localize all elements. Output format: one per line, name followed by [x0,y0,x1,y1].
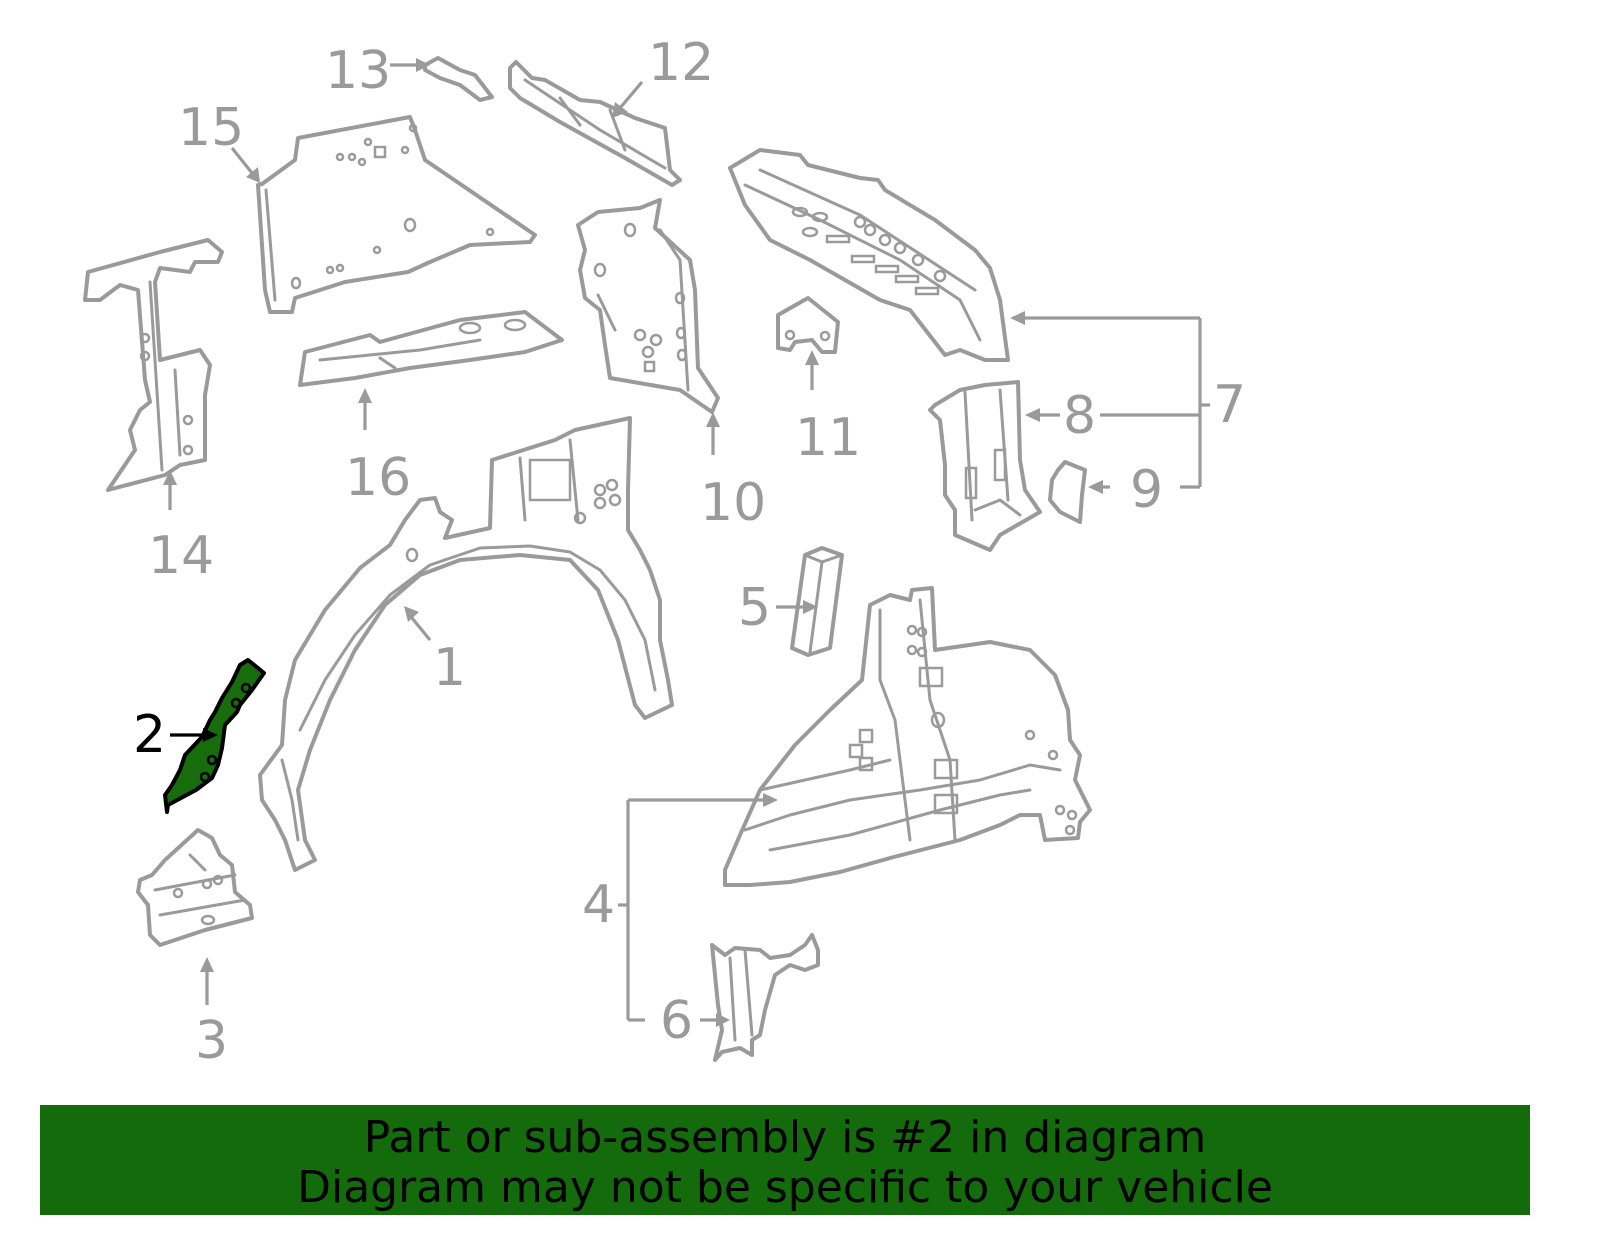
callout-11: 11 [795,408,861,468]
part-7-member [728,148,1010,362]
part-9-bracket [1048,460,1087,524]
part-13-bracket [423,56,494,102]
part-5-block [790,546,844,657]
part-16-rail [298,310,564,387]
part-10-panel [576,198,720,414]
callout-14: 14 [148,526,214,586]
callout-numbers: 13 12 15 14 16 10 11 7 8 9 1 5 4 6 3 2 [133,33,1246,1071]
callout-7: 7 [1213,375,1246,435]
callout-12: 12 [648,33,714,93]
callout-8: 8 [1063,386,1096,446]
part-11-bracket [776,296,840,354]
callout-2: 2 [133,705,166,765]
part-15-panel [256,115,537,314]
callout-5: 5 [738,578,771,638]
callout-16: 16 [345,448,411,508]
part-14-pillar [83,238,224,492]
callout-4: 4 [582,875,615,935]
part-1-wheelhouse [258,416,674,872]
part-4-quarter-panel [723,586,1092,887]
callout-13: 13 [325,41,391,101]
part-8-pillar [928,380,1042,552]
callout-3: 3 [195,1011,228,1071]
banner-line-1: Part or sub-assembly is #2 in diagram [363,1112,1207,1163]
part-3-bracket [136,828,254,947]
callout-10: 10 [700,473,766,533]
callout-1: 1 [433,638,466,698]
info-banner: Part or sub-assembly is #2 in diagram Di… [40,1105,1530,1215]
callout-15: 15 [178,98,244,158]
callout-6: 6 [660,991,693,1051]
banner-line-2: Diagram may not be specific to your vehi… [297,1162,1273,1213]
callout-lines [163,58,1210,1027]
callout-9: 9 [1130,460,1163,520]
part-6-bracket [710,933,820,1062]
